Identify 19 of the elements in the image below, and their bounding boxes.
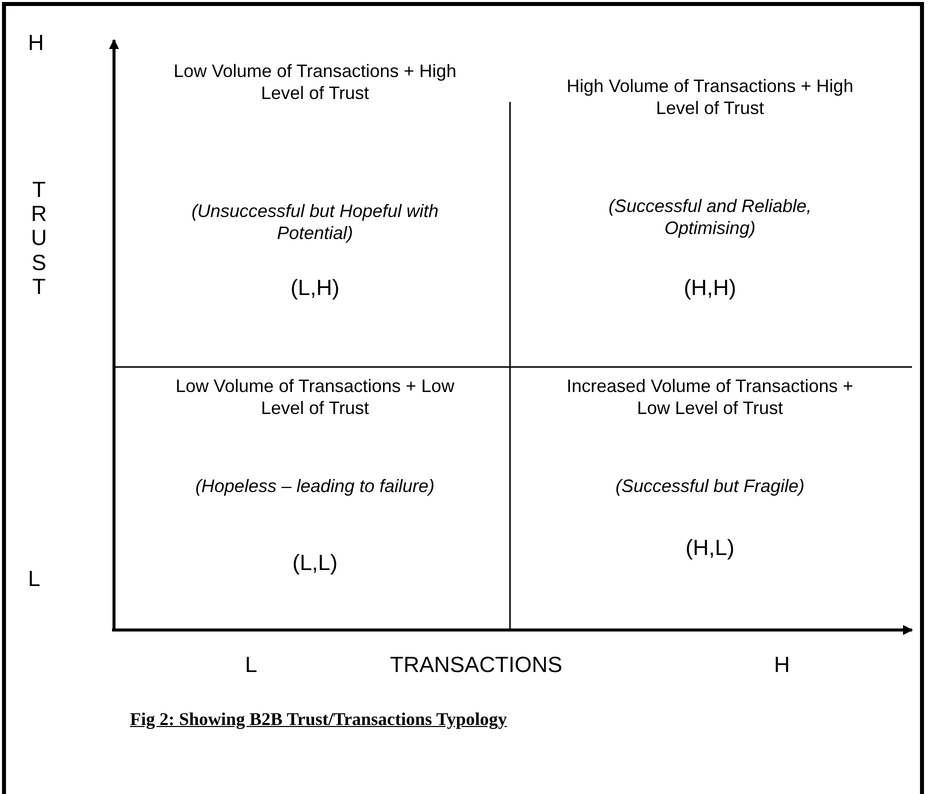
quadrant-outcome: (Successful but Fragile) (614, 475, 806, 497)
x-axis-title: TRANSACTIONS (390, 652, 562, 678)
quadrant-outcome: (Hopeless – leading to failure) (194, 475, 436, 497)
y-axis-high-label: H (28, 30, 44, 56)
quadrant-coordinates: (L,H) (290, 275, 340, 301)
quadrant-description: Low Volume of Transactions + Low Level of Trust (174, 375, 456, 419)
quadrant-coordinates: (L,L) (291, 550, 339, 576)
quadrant-description: Low Volume of Transactions + High Level of Trust (172, 60, 458, 104)
y-axis-low-label: L (28, 566, 40, 592)
quadrant-description: High Volume of Transactions + High Level of Trust (566, 75, 854, 119)
x-axis-high-label: H (774, 652, 790, 678)
y-axis-title: TRUST (30, 178, 48, 299)
quadrant-coordinates: (H,H) (682, 275, 738, 301)
figure-caption: Fig 2: Showing B2B Trust/Transactions Typology (130, 709, 507, 730)
x-axis-low-label: L (245, 652, 258, 678)
quadrant-description: Increased Volume of Transactions + Low Level of Trust (566, 375, 854, 419)
quadrant-outcome: (Successful and Reliable, Optimising) (607, 195, 813, 239)
quadrant-coordinates: (H,L) (684, 535, 736, 561)
quadrant-outcome: (Unsuccessful but Hopeful with Potential) (190, 200, 440, 244)
